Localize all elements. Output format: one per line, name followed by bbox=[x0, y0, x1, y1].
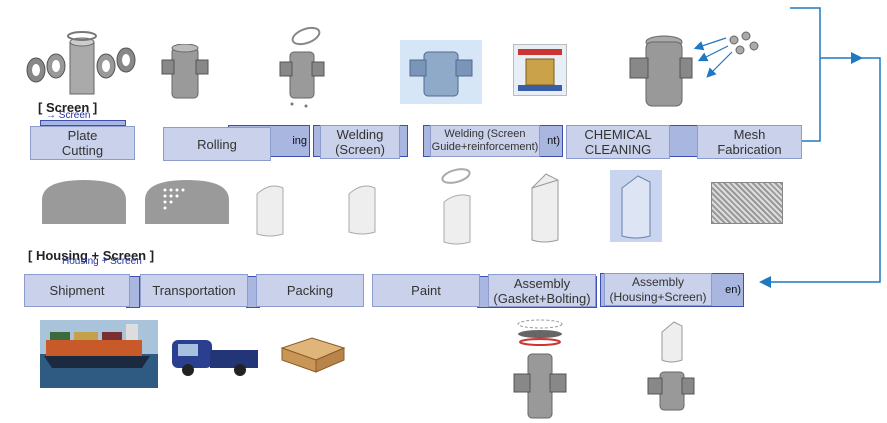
gasket-housing-image bbox=[22, 30, 140, 100]
section-screen-label: [ Screen ] bbox=[38, 100, 98, 115]
step-chemical-cleaning: CHEMICAL CLEANING bbox=[566, 125, 670, 159]
crate-icon bbox=[276, 334, 348, 374]
step-packing: Packing bbox=[256, 274, 364, 307]
strainer-with-gasket-icon bbox=[276, 26, 326, 108]
step-shipment: Shipment bbox=[24, 274, 130, 307]
step-assembly-housing: Assembly (Housing+Screen) bbox=[604, 273, 712, 306]
step-transportation: Transportation bbox=[140, 274, 248, 307]
truck-icon bbox=[170, 332, 262, 378]
step-rolling: Rolling bbox=[163, 127, 271, 161]
section-screen-sub: → Screen bbox=[46, 110, 91, 121]
assembly-housing-icon bbox=[646, 320, 696, 412]
screen-underlay bbox=[40, 120, 126, 126]
cleaning-machine-icon bbox=[513, 44, 567, 96]
underlay-text: en) bbox=[725, 284, 741, 296]
step-plate-cutting: Plate Cutting bbox=[30, 126, 135, 160]
section-housing-screen-label: [ Housing + Screen ] bbox=[28, 248, 155, 263]
step-paint: Paint bbox=[372, 274, 480, 307]
strainer-large-icon bbox=[626, 32, 694, 114]
step-welding-screen: Welding (Screen) bbox=[320, 125, 400, 159]
screen-with-guide-icon bbox=[524, 170, 564, 244]
assembly-gasket-icon bbox=[510, 318, 570, 422]
screen-cylinder-icon bbox=[255, 182, 285, 238]
screen-with-ring-icon bbox=[436, 164, 478, 246]
underlay-text: ing bbox=[292, 135, 307, 147]
plate-icon bbox=[40, 178, 128, 224]
mesh-icon bbox=[711, 182, 783, 224]
underlay-text: nt) bbox=[547, 135, 560, 147]
perforated-plate-icon bbox=[143, 178, 231, 224]
blue-screen-photo bbox=[610, 170, 662, 242]
step-assembly-gasket: Assembly (Gasket+Bolting) bbox=[488, 274, 596, 307]
screen-cylinder-icon bbox=[347, 182, 377, 236]
blue-strainer-photo bbox=[400, 40, 482, 104]
step-welding-guide: Welding (Screen Guide+reinforcement) bbox=[430, 125, 540, 157]
ship-icon bbox=[40, 320, 158, 388]
strainer-housing-icon bbox=[160, 44, 210, 102]
washer-balls-icon bbox=[726, 30, 762, 60]
step-mesh-fabrication: Mesh Fabrication bbox=[697, 125, 802, 159]
section-housing-screen-sub: Housing + Screen bbox=[62, 256, 142, 267]
